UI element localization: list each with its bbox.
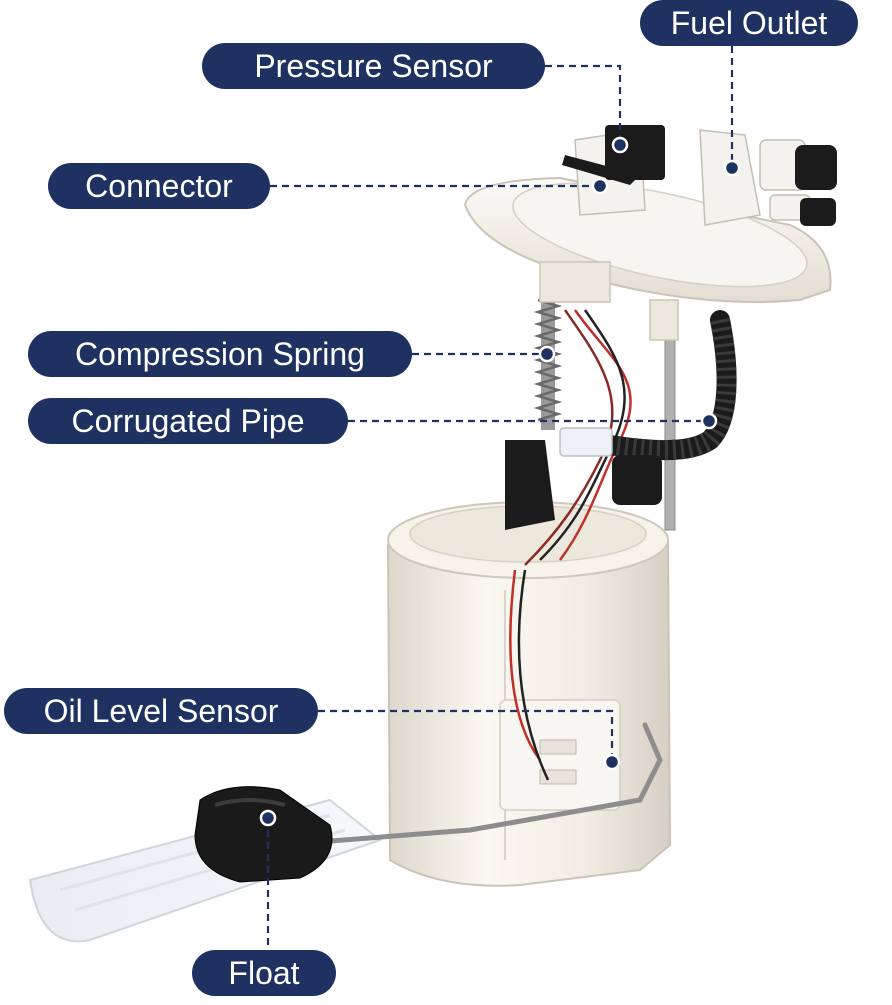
label-pressure-sensor: Pressure Sensor [202,43,545,89]
label-compression-spring: Compression Spring [28,331,412,377]
dot-float [259,809,277,827]
label-corrugated-pipe: Corrugated Pipe [28,398,348,444]
label-fuel-outlet: Fuel Outlet [640,0,858,46]
corrugated-pipe-part [505,310,737,530]
label-oil-level-sensor: Oil Level Sensor [4,688,318,734]
label-float: Float [192,950,336,996]
dot-fuel-outlet [723,159,741,177]
leader-pressure-sensor [545,64,622,145]
dot-pressure-sensor [611,136,629,154]
leader-dots [259,136,741,827]
dot-compression-spring [538,345,556,363]
leader-oil-level-sensor [318,709,614,762]
leader-lines [266,46,734,950]
float-part [194,722,663,883]
dot-corrugated-pipe [700,412,718,430]
top-flange [463,125,837,341]
dot-connector [591,177,609,195]
label-connector: Connector [48,163,270,209]
dot-oil-level-sensor [603,753,621,771]
